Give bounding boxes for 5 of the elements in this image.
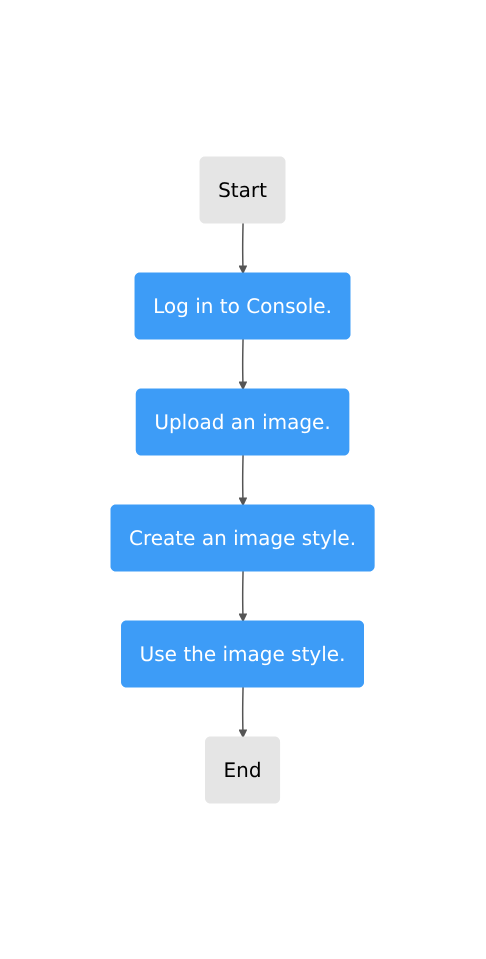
arrow xyxy=(238,570,248,622)
arrow xyxy=(238,222,248,274)
arrow xyxy=(238,686,248,738)
arrow xyxy=(238,338,248,390)
arrow xyxy=(238,454,248,506)
